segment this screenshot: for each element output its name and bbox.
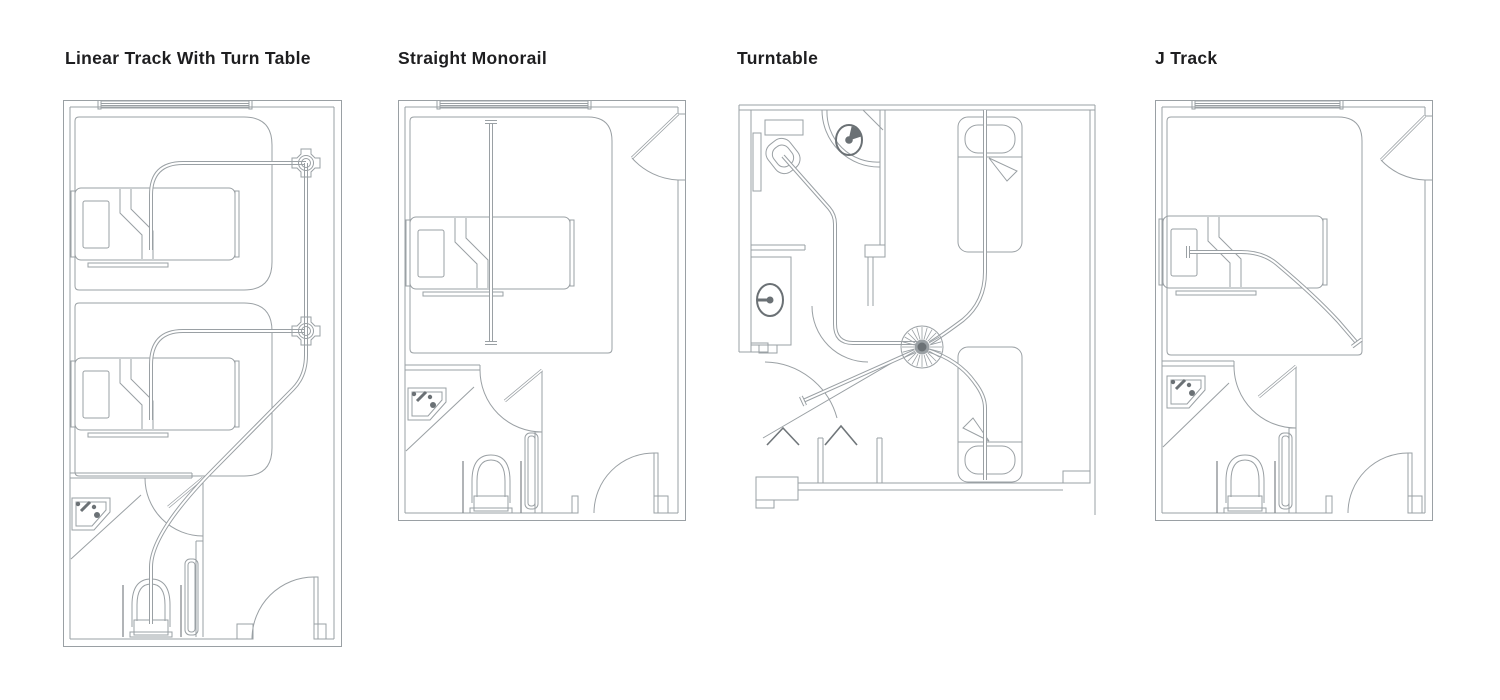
grab-bars [1216,461,1276,513]
bathroom [1162,360,1297,514]
panel-title: Turntable [737,48,819,68]
toilet [469,454,513,514]
walls [738,104,1096,515]
entry-door [593,452,659,514]
panel-title: Linear Track With Turn Table [65,48,311,68]
walls [1155,100,1433,521]
bathroom-door [144,476,204,537]
bed [957,346,1023,483]
bed [957,116,1023,253]
closet-hooks [766,424,858,446]
toilet [1223,454,1267,514]
lift-track [485,120,497,345]
turntable-symbol [291,148,321,178]
room-door [1379,114,1427,181]
window [436,100,592,110]
wall-panel [1278,432,1293,510]
bathroom [750,109,886,363]
bathroom [70,472,204,638]
bathroom-door [1233,364,1297,429]
bathroom [405,364,543,514]
floor-plan-turntable [738,104,1096,515]
corner-sink [71,497,111,531]
lift-track [149,161,308,624]
floor-plan-j-track [1155,100,1433,521]
lift-zone [1166,116,1363,356]
turntable-sunburst [900,325,944,369]
floor-plan-linear-track-with-turn-table [63,100,342,647]
wall-panel [184,558,199,636]
turntable-symbol [291,316,321,346]
window [97,100,253,110]
bed [70,187,240,268]
grab-bars [462,461,522,513]
entry-door [762,353,908,439]
shower-head-symbol [835,124,863,156]
lift-track [1186,246,1363,349]
bed [1158,215,1328,296]
corner-sink [407,387,447,421]
sink-basin-symbol [756,283,784,317]
bed [70,357,240,438]
panel-title: J Track [1155,48,1218,68]
panel-title: Straight Monorail [398,48,547,68]
lift-zone [74,116,273,477]
grab-bars [122,585,182,637]
lift-track [781,110,987,480]
entry-door [1347,452,1413,514]
entry-door [251,576,319,640]
bathroom-door [479,368,543,433]
corner-sink [1166,375,1206,409]
floor-plan-straight-monorail [398,100,686,521]
room-door [630,112,680,181]
wall-panel [524,432,539,510]
window [1191,100,1344,110]
lift-zone [409,116,613,354]
